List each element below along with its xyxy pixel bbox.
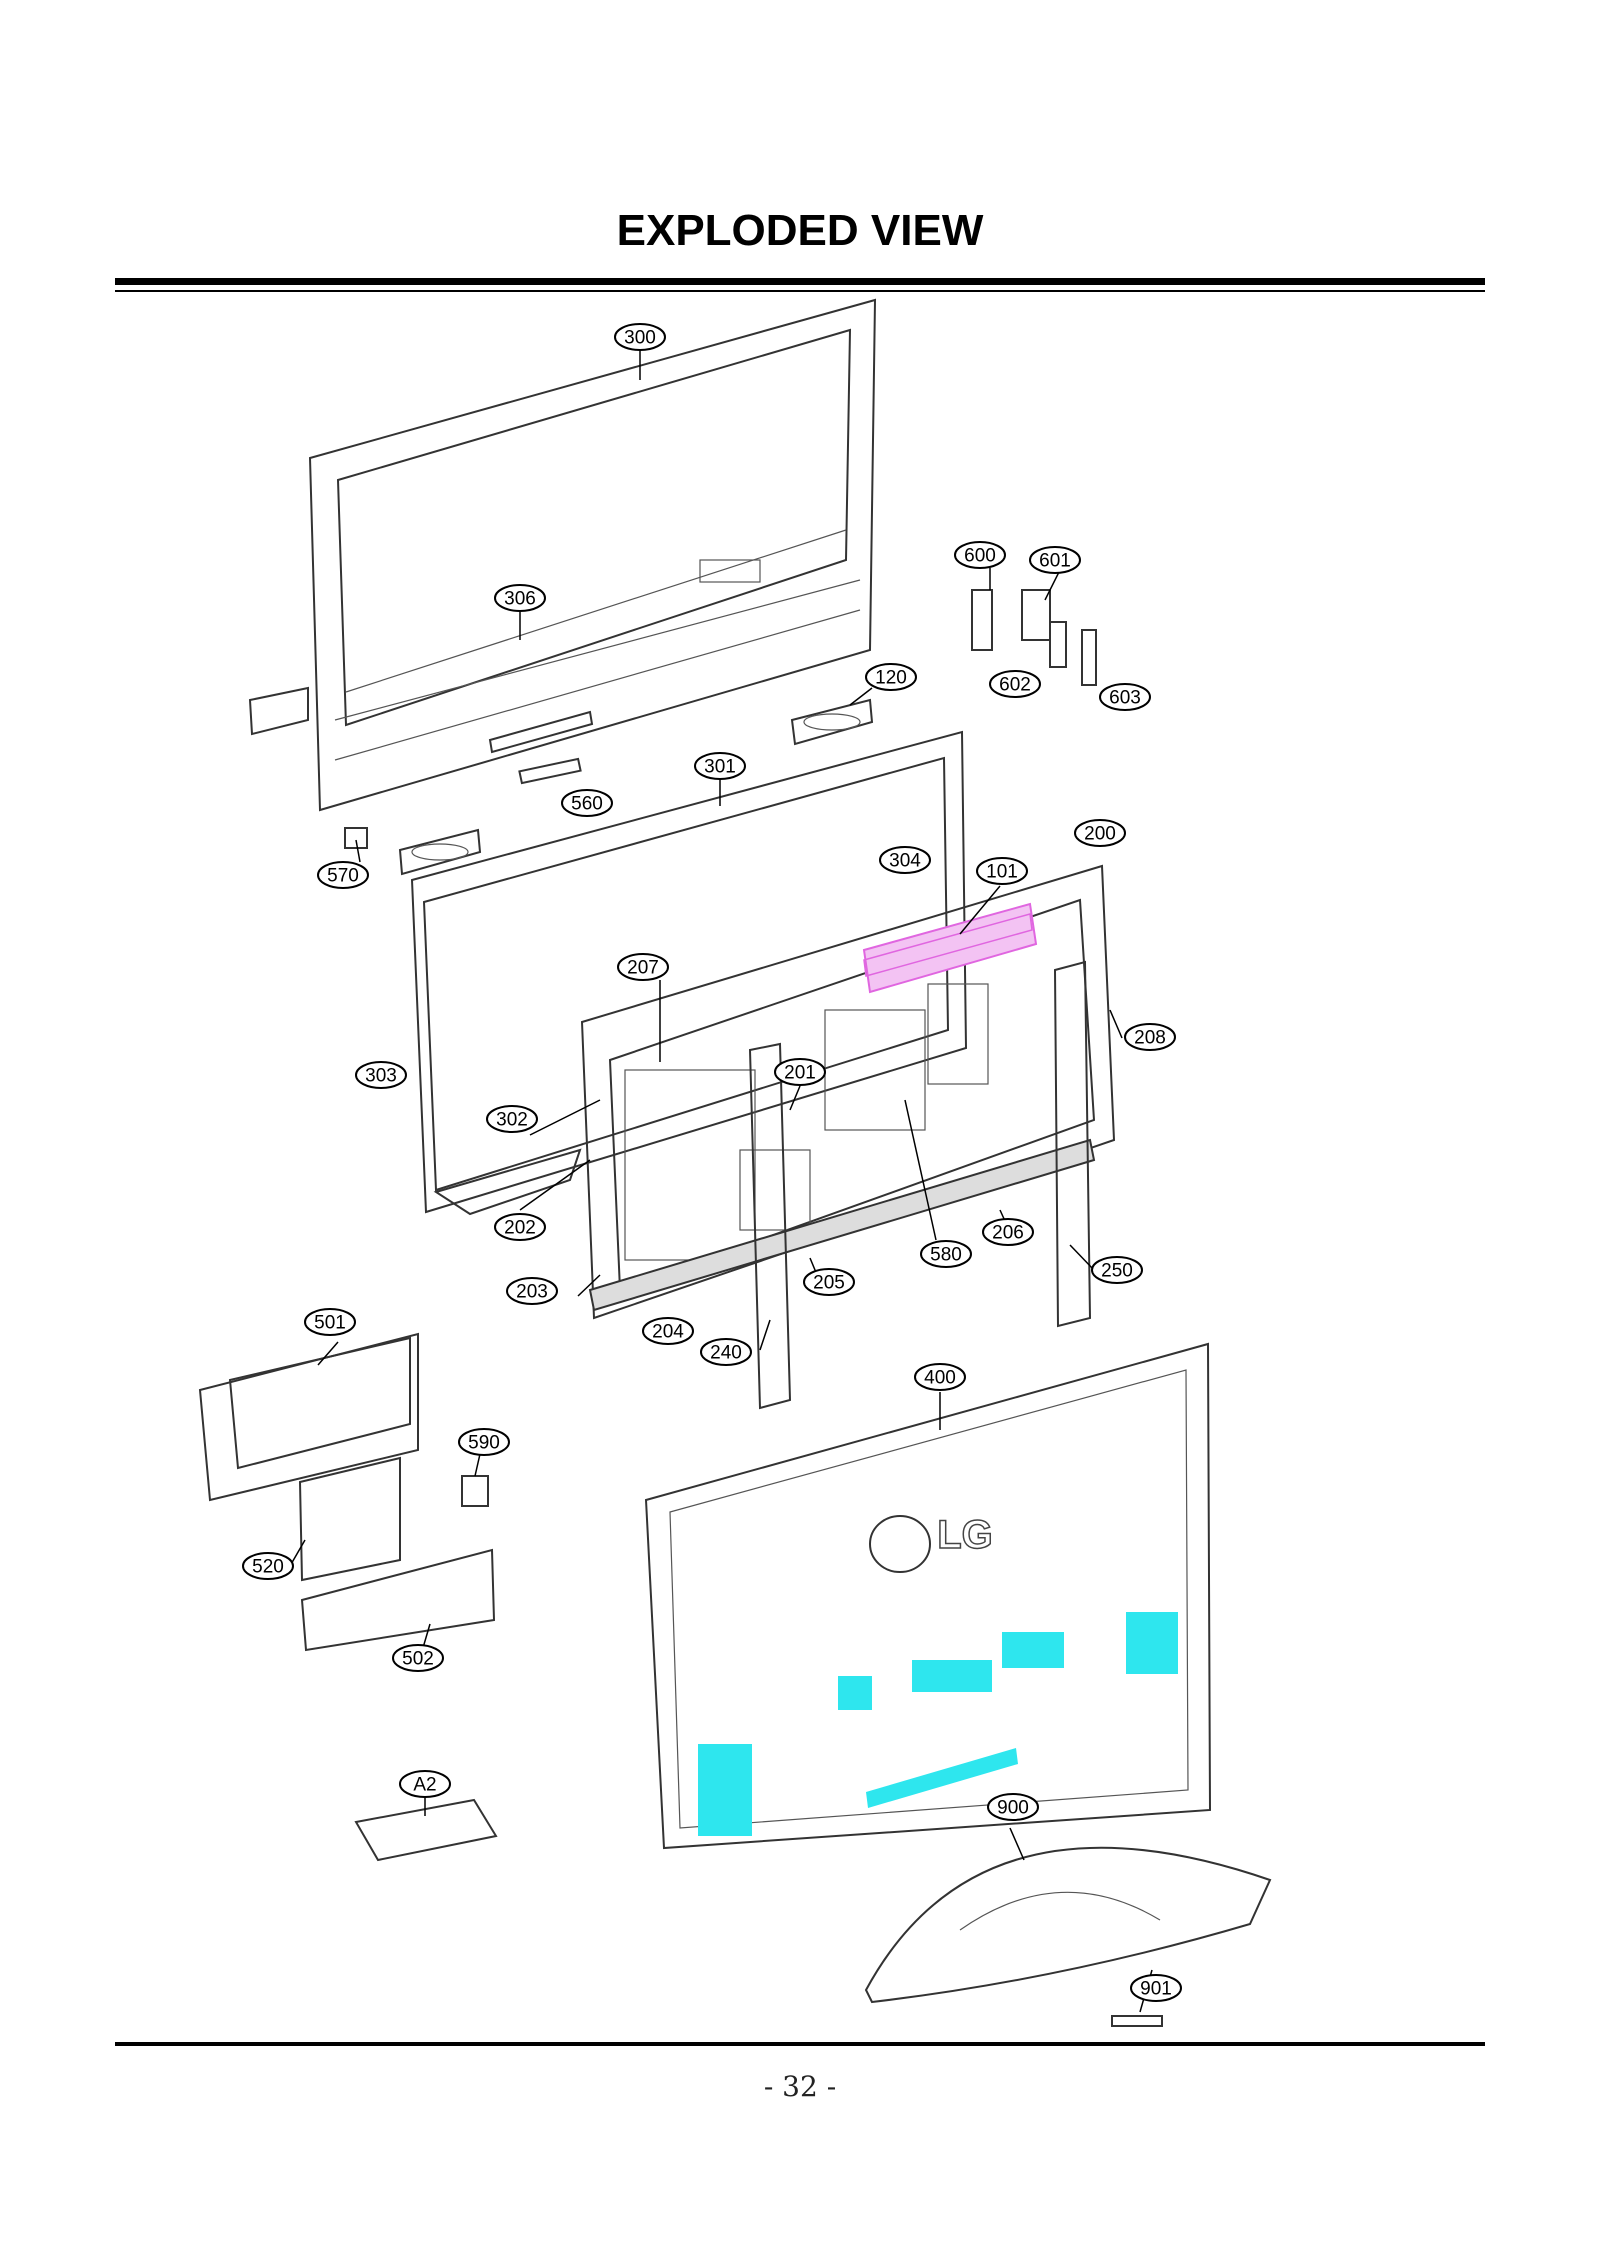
av-board-assembly bbox=[198, 1332, 496, 1652]
svg-text:602: 602 bbox=[999, 675, 1031, 696]
svg-text:304: 304 bbox=[889, 851, 921, 872]
svg-text:120: 120 bbox=[875, 668, 907, 689]
svg-text:590: 590 bbox=[468, 1433, 500, 1454]
svg-text:501: 501 bbox=[314, 1313, 346, 1334]
svg-text:200: 200 bbox=[1084, 824, 1116, 845]
svg-text:207: 207 bbox=[627, 958, 659, 979]
callout-203: 203 bbox=[506, 1277, 558, 1305]
callout-560: 560 bbox=[561, 789, 613, 817]
callout-304: 304 bbox=[879, 846, 931, 874]
svg-text:202: 202 bbox=[504, 1218, 536, 1239]
callout-306: 306 bbox=[494, 584, 546, 612]
callout-601: 601 bbox=[1029, 546, 1081, 574]
callout-101: 101 bbox=[976, 857, 1028, 885]
callout-302: 302 bbox=[486, 1105, 538, 1133]
inner-frame bbox=[410, 730, 968, 1216]
page-title: EXPLODED VIEW bbox=[616, 206, 984, 255]
speaker-left bbox=[398, 828, 482, 876]
callout-A2: A2 bbox=[399, 1770, 451, 1798]
callout-502: 502 bbox=[392, 1644, 444, 1672]
speaker-right bbox=[790, 698, 874, 746]
ir-board bbox=[518, 757, 582, 785]
svg-text:205: 205 bbox=[813, 1273, 845, 1294]
back-cover: LG bbox=[644, 1342, 1212, 1850]
svg-text:240: 240 bbox=[710, 1343, 742, 1364]
svg-text:603: 603 bbox=[1109, 688, 1141, 709]
svg-text:101: 101 bbox=[986, 862, 1018, 883]
callout-200: 200 bbox=[1074, 819, 1126, 847]
callout-580: 580 bbox=[920, 1240, 972, 1268]
callout-570: 570 bbox=[317, 861, 369, 889]
small-board bbox=[344, 827, 368, 849]
callout-205: 205 bbox=[803, 1268, 855, 1296]
svg-text:520: 520 bbox=[252, 1557, 284, 1578]
svg-text:302: 302 bbox=[496, 1110, 528, 1131]
front-bezel bbox=[248, 298, 877, 812]
callout-303: 303 bbox=[355, 1061, 407, 1089]
callout-603: 603 bbox=[1099, 683, 1151, 711]
callout-901: 901 bbox=[1130, 1974, 1182, 2002]
footer-rule bbox=[115, 2042, 1485, 2046]
svg-text:560: 560 bbox=[571, 794, 603, 815]
svg-text:201: 201 bbox=[784, 1063, 816, 1084]
svg-text:300: 300 bbox=[624, 328, 656, 349]
svg-text:301: 301 bbox=[704, 757, 736, 778]
title-rule-thick bbox=[115, 278, 1485, 285]
callout-204: 204 bbox=[642, 1317, 694, 1345]
callout-201: 201 bbox=[774, 1058, 826, 1086]
side-key-parts bbox=[971, 589, 1097, 686]
svg-text:250: 250 bbox=[1101, 1261, 1133, 1282]
callout-120: 120 bbox=[865, 663, 917, 691]
callout-400: 400 bbox=[914, 1363, 966, 1391]
svg-text:208: 208 bbox=[1134, 1028, 1166, 1049]
svg-text:502: 502 bbox=[402, 1649, 434, 1670]
callout-207: 207 bbox=[617, 953, 669, 981]
svg-text:A2: A2 bbox=[413, 1775, 436, 1796]
remote-control bbox=[354, 1798, 498, 1862]
callout-590: 590 bbox=[458, 1428, 510, 1456]
svg-text:601: 601 bbox=[1039, 551, 1071, 572]
stand-bracket-right bbox=[1053, 960, 1092, 1328]
svg-text:306: 306 bbox=[504, 589, 536, 610]
svg-text:400: 400 bbox=[924, 1368, 956, 1389]
callout-501: 501 bbox=[304, 1308, 356, 1336]
stand-base bbox=[864, 1846, 1272, 2027]
svg-text:303: 303 bbox=[365, 1066, 397, 1087]
svg-text:570: 570 bbox=[327, 866, 359, 887]
main-chassis bbox=[580, 864, 1116, 1320]
callout-900: 900 bbox=[987, 1793, 1039, 1821]
callout-202: 202 bbox=[494, 1213, 546, 1241]
callout-206: 206 bbox=[982, 1218, 1034, 1246]
svg-text:204: 204 bbox=[652, 1322, 684, 1343]
svg-text:206: 206 bbox=[992, 1223, 1024, 1244]
lg-logo: LG bbox=[937, 1513, 993, 1557]
svg-text:900: 900 bbox=[997, 1798, 1029, 1819]
callout-240: 240 bbox=[700, 1338, 752, 1366]
callout-250: 250 bbox=[1091, 1256, 1143, 1284]
callout-602: 602 bbox=[989, 670, 1041, 698]
svg-text:203: 203 bbox=[516, 1282, 548, 1303]
callout-520: 520 bbox=[242, 1552, 294, 1580]
callout-208: 208 bbox=[1124, 1023, 1176, 1051]
callout-300: 300 bbox=[614, 323, 666, 351]
callout-600: 600 bbox=[954, 541, 1006, 569]
stand-bracket-left bbox=[748, 1042, 792, 1410]
page-number: - 32 - bbox=[763, 2070, 837, 2103]
leader-lines bbox=[289, 350, 1153, 2013]
callout-301: 301 bbox=[694, 752, 746, 780]
svg-text:600: 600 bbox=[964, 546, 996, 567]
title-rule-thin bbox=[115, 290, 1485, 292]
svg-text:580: 580 bbox=[930, 1245, 962, 1266]
svg-text:901: 901 bbox=[1140, 1979, 1172, 2000]
